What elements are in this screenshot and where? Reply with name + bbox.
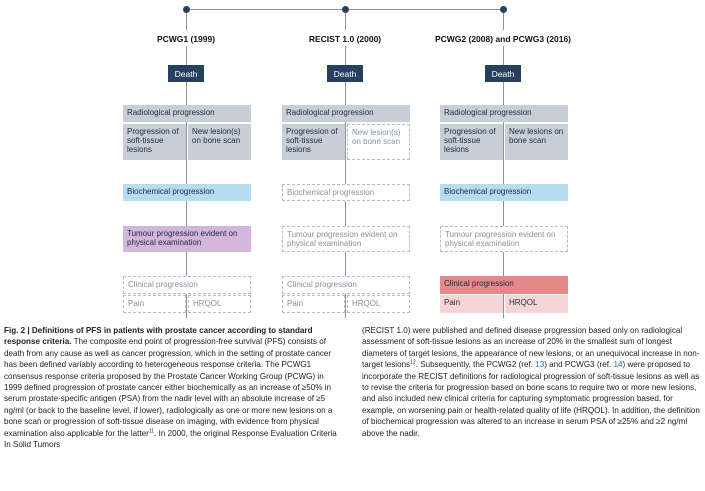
ref-13-link[interactable]: 13 <box>535 360 545 370</box>
timeline-dot-1 <box>183 6 190 13</box>
col1-connector <box>186 46 187 318</box>
col1-connector-top <box>186 13 187 30</box>
col1-clinical: Clinical progression <box>123 276 251 294</box>
caption-right-text-1: (RECIST 1.0) were published and defined … <box>362 326 700 370</box>
col2-title: RECIST 1.0 (2000) <box>308 34 382 44</box>
col1-new-lesions: New lesion(s) on bone scan <box>188 124 251 160</box>
caption-right-text-4: ) were proposed to incorporate the RECIS… <box>362 360 700 438</box>
col3-death: Death <box>485 65 521 82</box>
col2-pain: Pain <box>282 295 345 313</box>
col3-connector <box>503 46 504 318</box>
caption-left-text-2: . In 2000, the original Response Evaluat… <box>4 428 337 450</box>
col3-biochemical: Biochemical progression <box>440 184 568 201</box>
col3-radiological: Radiological progression <box>440 105 568 122</box>
col3-hrqol: HRQOL <box>505 295 568 313</box>
col3-clinical: Clinical progression <box>440 276 568 294</box>
timeline-dot-2 <box>342 6 349 13</box>
col3-pain: Pain <box>440 295 503 313</box>
caption-left-text-1: The composite end point of progression-f… <box>4 337 333 438</box>
col2-hrqol: HRQOL <box>347 295 410 313</box>
col1-radiological: Radiological progression <box>123 105 251 122</box>
col1-soft-tissue: Progression of soft-tissue lesions <box>123 124 186 160</box>
col1-pain: Pain <box>123 295 186 313</box>
caption-left: Fig. 2 | Definitions of PFS in patients … <box>4 325 339 450</box>
caption-right: (RECIST 1.0) were published and defined … <box>362 325 700 439</box>
col1-hrqol: HRQOL <box>188 295 251 313</box>
col2-soft-tissue: Progression of soft-tissue lesions <box>282 124 345 160</box>
col1-title: PCWG1 (1999) <box>156 34 216 44</box>
ref-14-link[interactable]: 14 <box>613 360 623 370</box>
caption-right-text-2: . Subsequently, the PCWG2 (ref. <box>415 360 536 370</box>
caption-left-sup-1: 11 <box>148 427 155 434</box>
col2-connector <box>345 46 346 318</box>
col2-connector-top <box>345 13 346 30</box>
caption-right-text-3: ) and PCWG3 (ref. <box>544 360 614 370</box>
col2-death: Death <box>327 65 363 82</box>
col3-tumour: Tumour progression evident on physical e… <box>440 226 568 252</box>
col3-connector-top <box>503 13 504 30</box>
timeline-dot-3 <box>500 6 507 13</box>
col3-title: PCWG2 (2008) and PCWG3 (2016) <box>434 34 572 44</box>
col2-biochemical: Biochemical progression <box>282 184 410 201</box>
col3-soft-tissue: Progression of soft-tissue lesions <box>440 124 503 160</box>
col1-biochemical: Biochemical progression <box>123 184 251 201</box>
col2-clinical: Clinical progression <box>282 276 410 294</box>
caption-label: Fig. 2 | Definitions of PFS in patients … <box>4 326 313 347</box>
col3-new-lesions: New lesions on bone scan <box>505 124 568 160</box>
col2-radiological: Radiological progression <box>282 105 410 122</box>
caption-right-sup-1: 12 <box>410 359 416 366</box>
col2-tumour: Tumour progression evident on physical e… <box>282 226 410 252</box>
col2-new-lesions: New lesion(s) on bone scan <box>347 124 410 160</box>
col1-death: Death <box>168 65 204 82</box>
col1-tumour: Tumour progression evident on physical e… <box>123 226 251 252</box>
